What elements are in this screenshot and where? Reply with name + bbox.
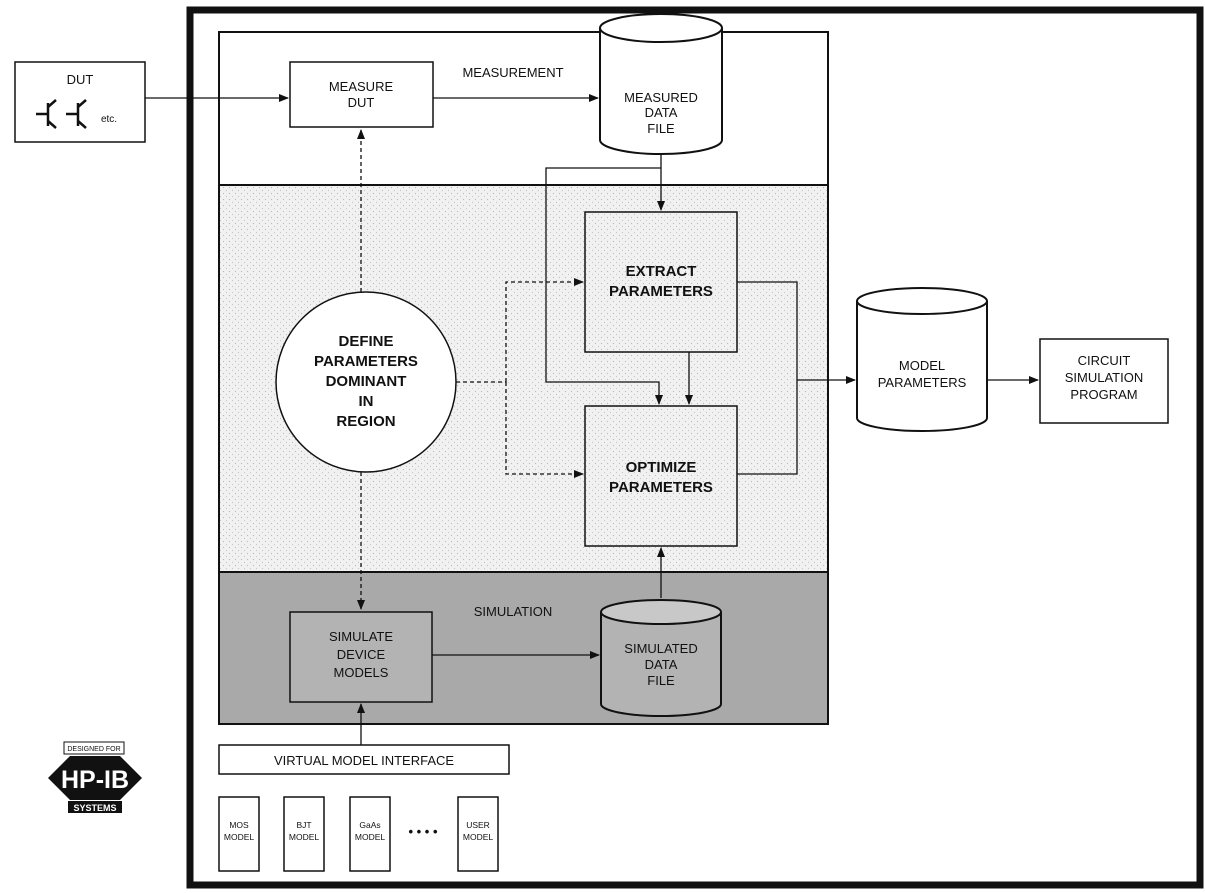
model-parameters-cylinder: MODEL PARAMETERS (856, 287, 988, 432)
extract-line-2: PARAMETERS (609, 283, 713, 300)
dashed-to-extract (505, 278, 584, 382)
simulate-device-models-box: SIMULATE DEVICE MODELS (289, 611, 433, 703)
model-params-line-2: PARAMETERS (878, 375, 967, 390)
model-params-line-1: MODEL (899, 358, 945, 373)
simulated-data-line-2: DATA (645, 657, 678, 672)
gaas-line-2: MODEL (355, 832, 386, 842)
measurement-label: MEASUREMENT (462, 65, 563, 80)
measured-data-line-1: MEASURED (624, 90, 698, 105)
measured-data-line-3: FILE (647, 121, 675, 136)
virtual-model-interface-box: VIRTUAL MODEL INTERFACE (218, 744, 510, 775)
define-line-5: REGION (336, 413, 395, 430)
model-ellipsis: • • • • (408, 824, 437, 839)
bjt-line-1: BJT (296, 820, 311, 830)
circuit-line-2: SIMULATION (1065, 370, 1144, 385)
mos-line-2: MODEL (224, 832, 255, 842)
simulated-data-line-1: SIMULATED (624, 641, 697, 656)
dashed-to-optimize (505, 382, 584, 478)
extract-parameters-box: EXTRACT PARAMETERS (584, 211, 738, 353)
circuit-line-1: CIRCUIT (1078, 353, 1131, 368)
simulated-data-file-cylinder: SIMULATED DATA FILE (600, 599, 722, 717)
extract-line-1: EXTRACT (626, 263, 697, 280)
user-line-2: MODEL (463, 832, 494, 842)
optimize-parameters-box: OPTIMIZE PARAMETERS (584, 405, 738, 547)
simulated-data-line-3: FILE (647, 673, 675, 688)
mos-model-box: MOS MODEL (218, 796, 260, 872)
simulate-line-3: MODELS (334, 665, 389, 680)
bjt-model-box: BJT MODEL (283, 796, 325, 872)
interface-title: VIRTUAL MODEL INTERFACE (274, 753, 454, 768)
measure-dut-box: MEASURE DUT (289, 61, 434, 128)
logo-bottom-text: SYSTEMS (73, 803, 116, 813)
hp-ib-logo: DESIGNED FOR HP-IB SYSTEMS (48, 741, 142, 813)
circuit-simulation-program-box: CIRCUIT SIMULATION PROGRAM (1039, 338, 1169, 424)
dut-box: DUT etc. (14, 61, 146, 143)
arrow-file-to-optimize (545, 167, 663, 405)
output-bracket (737, 281, 798, 475)
measured-data-line-2: DATA (645, 105, 678, 120)
measured-data-file-cylinder: MEASURED DATA FILE (599, 13, 723, 155)
mos-line-1: MOS (229, 820, 249, 830)
bjt-line-2: MODEL (289, 832, 320, 842)
user-model-box: USER MODEL (457, 796, 499, 872)
logo-main-text: HP-IB (61, 766, 129, 794)
define-parameters-circle: DEFINE PARAMETERS DOMINANT IN REGION (275, 291, 457, 473)
define-line-1: DEFINE (338, 333, 393, 350)
gaas-model-box: GaAs MODEL (349, 796, 391, 872)
measure-dut-line-1: MEASURE (329, 79, 394, 94)
optimize-line-2: PARAMETERS (609, 479, 713, 496)
dut-etc: etc. (101, 114, 117, 125)
circuit-line-3: PROGRAM (1070, 387, 1137, 402)
simulate-line-2: DEVICE (337, 647, 386, 662)
define-line-3: DOMINANT (326, 373, 407, 390)
measure-dut-line-2: DUT (348, 95, 375, 110)
simulate-line-1: SIMULATE (329, 629, 393, 644)
simulation-label: SIMULATION (474, 604, 553, 619)
dut-title: DUT (67, 72, 94, 87)
user-line-1: USER (466, 820, 490, 830)
transistor-icon (66, 99, 87, 129)
logo-top-text: DESIGNED FOR (67, 746, 120, 753)
define-line-4: IN (359, 393, 374, 410)
define-line-2: PARAMETERS (314, 353, 418, 370)
gaas-line-1: GaAs (359, 820, 380, 830)
transistor-icon (36, 99, 57, 129)
optimize-line-1: OPTIMIZE (626, 459, 697, 476)
